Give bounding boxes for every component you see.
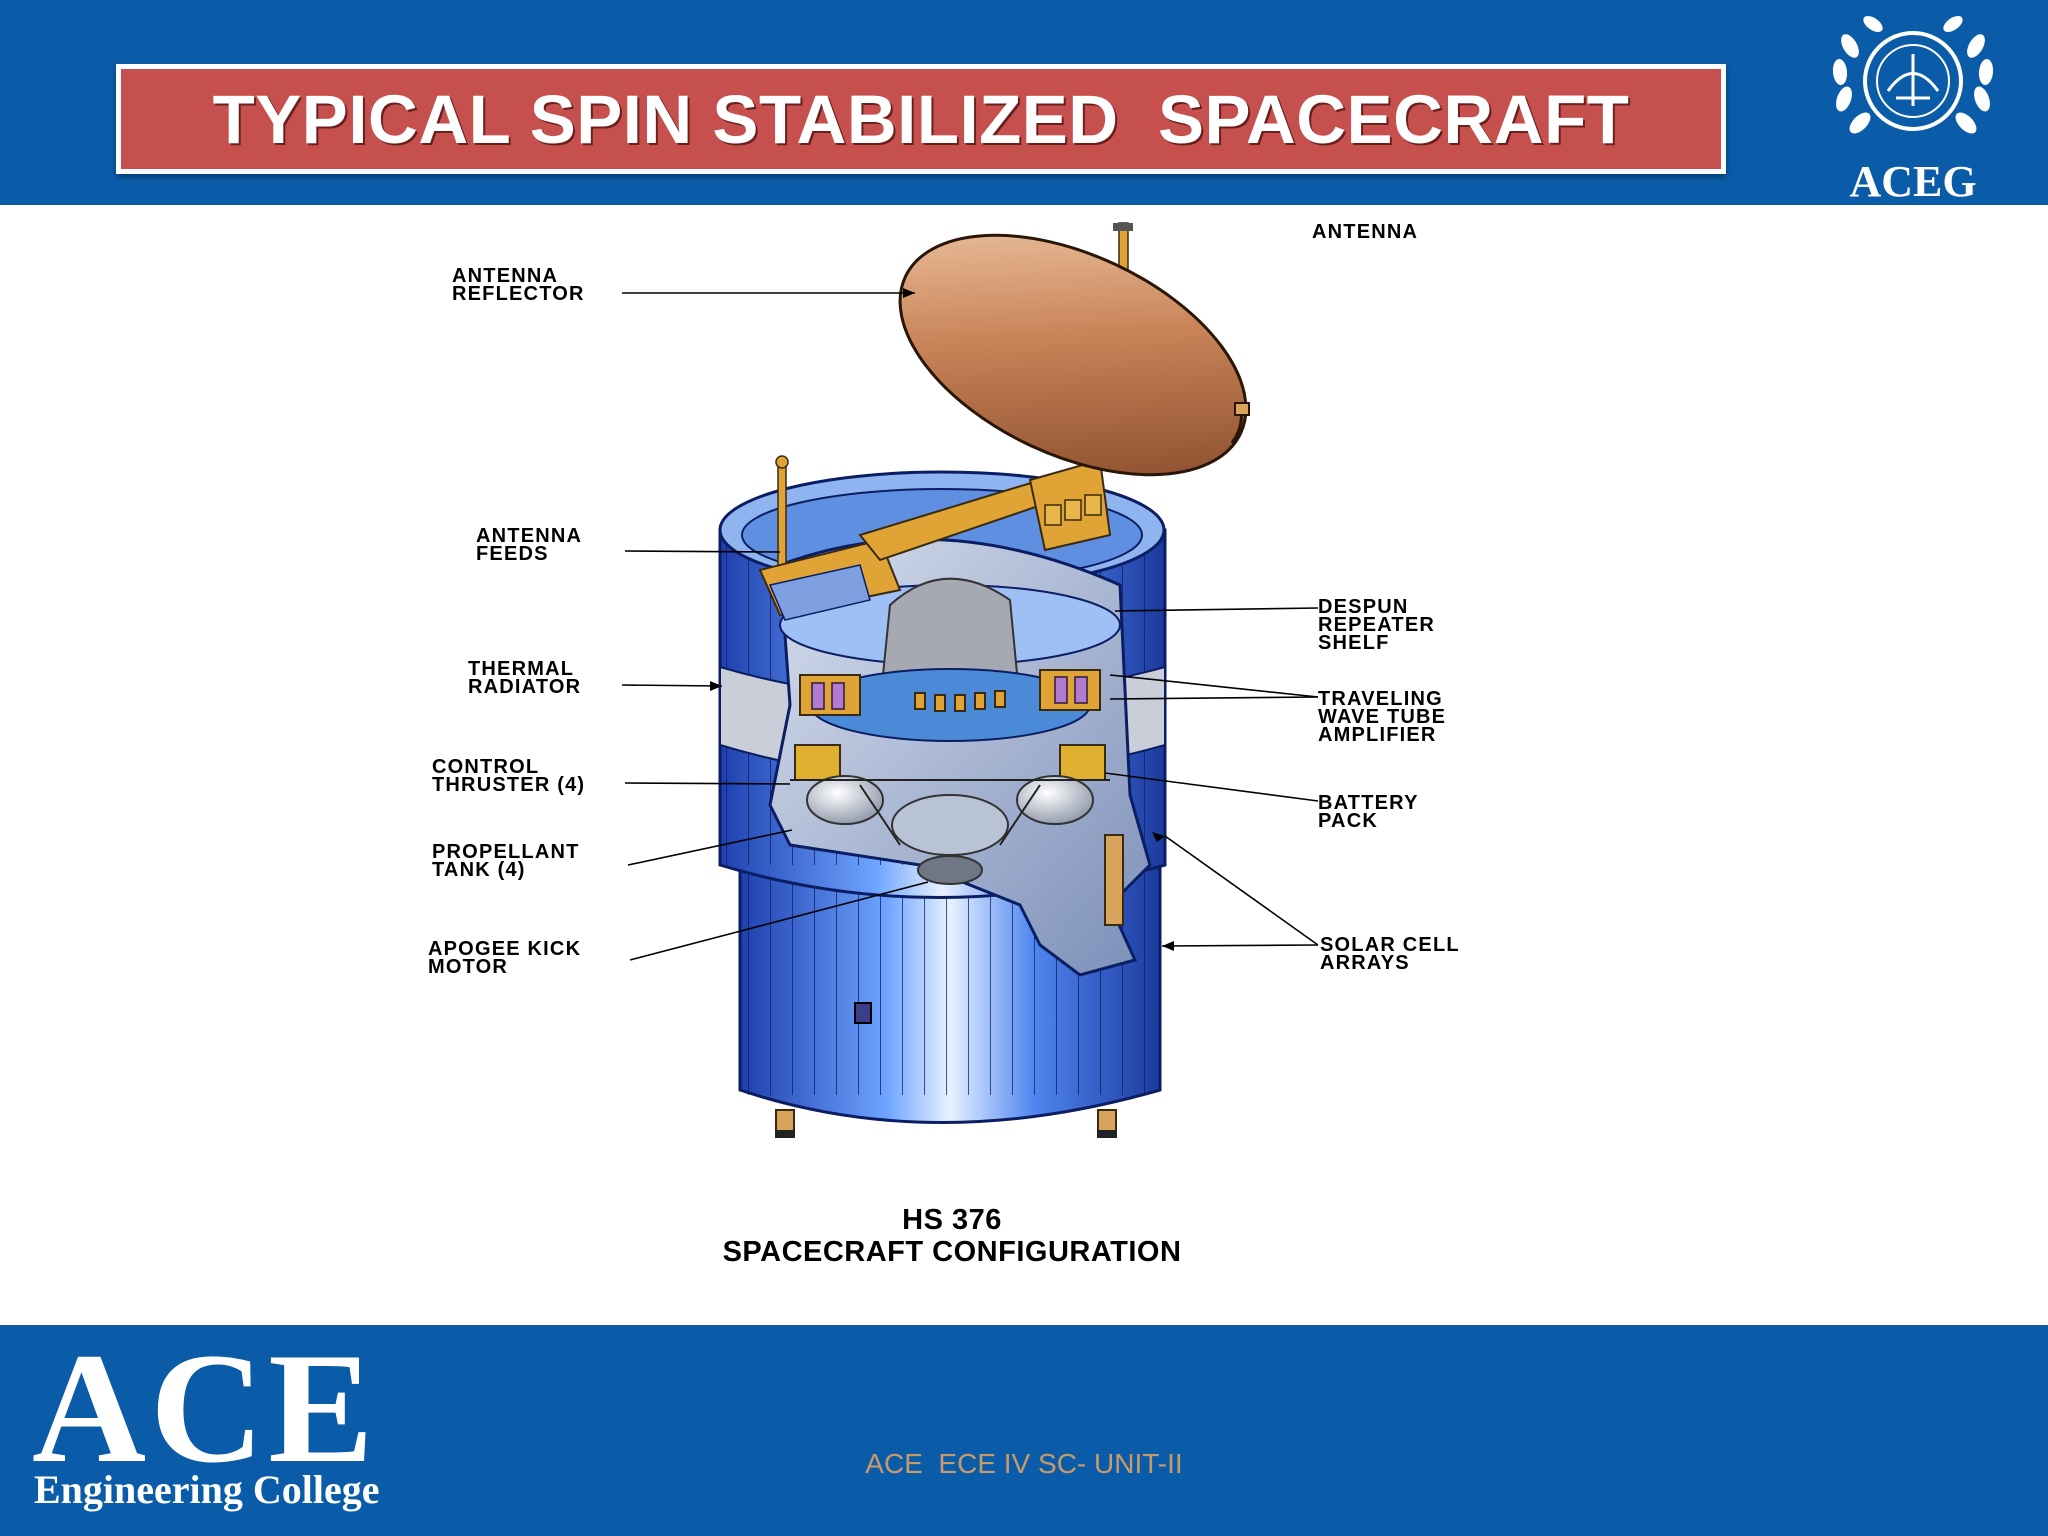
label-antenna-feeds-2: FEEDS	[476, 543, 549, 565]
caption-configuration: SPACECRAFT CONFIGURATION	[723, 1236, 1182, 1268]
label-twta-1: TRAVELING	[1318, 688, 1443, 710]
landing-legs	[775, 1109, 1117, 1138]
label-antenna-feeds-1: ANTENNA	[476, 525, 582, 547]
leader-lines	[621, 292, 1319, 961]
label-antenna-reflector-2: REFLECTOR	[452, 283, 585, 305]
label-solar-cell-arrays-2: ARRAYS	[1320, 952, 1410, 974]
cutaway-interior	[768, 537, 1152, 977]
slide-title-box: TYPICAL SPIN STABILIZED SPACECRAFT	[116, 64, 1726, 174]
leader-arrowheads	[710, 288, 1174, 951]
college-seal-logo: ACEG	[1818, 6, 2008, 206]
label-solar-cell-arrays-1: SOLAR CELL	[1320, 934, 1460, 956]
label-apogee-kick-motor-2: MOTOR	[428, 956, 508, 978]
label-twta-3: AMPLIFIER	[1318, 724, 1437, 746]
label-despun-3: SHELF	[1318, 632, 1390, 654]
footer-band	[0, 1325, 2048, 1536]
antenna-reflector-dish	[898, 233, 1250, 477]
label-control-thruster-2: THRUSTER (4)	[432, 774, 585, 796]
caption-model: HS 376	[902, 1204, 1002, 1236]
college-logo-text: ACE	[32, 1321, 378, 1496]
label-thermal-radiator-2: RADIATOR	[468, 676, 581, 698]
label-antenna: ANTENNA	[1312, 221, 1418, 243]
college-logo-subtitle: Engineering College	[34, 1467, 380, 1512]
label-apogee-kick-motor-1: APOGEE KICK	[428, 938, 581, 960]
spacecraft-diagram: ANTENNA ANTENNA REFLECTOR ANTENNA FEEDS …	[428, 221, 1460, 1268]
footer-text: ACE ECE IV SC- UNIT-II	[865, 1448, 1183, 1479]
label-battery-pack-1: BATTERY	[1318, 792, 1419, 814]
antenna-feeds-boom	[758, 222, 1133, 621]
label-thermal-radiator-1: THERMAL	[468, 658, 574, 680]
label-propellant-tank-1: PROPELLANT	[432, 841, 580, 863]
label-antenna-reflector-1: ANTENNA	[452, 265, 558, 287]
slide-title: TYPICAL SPIN STABILIZED SPACECRAFT	[212, 80, 1630, 158]
label-despun-2: REPEATER	[1318, 614, 1435, 636]
label-control-thruster-1: CONTROL	[432, 756, 539, 778]
corner-logo-text: ACEG	[1849, 157, 1977, 206]
label-battery-pack-2: PACK	[1318, 810, 1378, 832]
label-twta-2: WAVE TUBE	[1318, 706, 1446, 728]
label-propellant-tank-2: TANK (4)	[432, 859, 526, 881]
label-despun-1: DESPUN	[1318, 596, 1409, 618]
laurel-seal-icon	[1832, 16, 1994, 134]
